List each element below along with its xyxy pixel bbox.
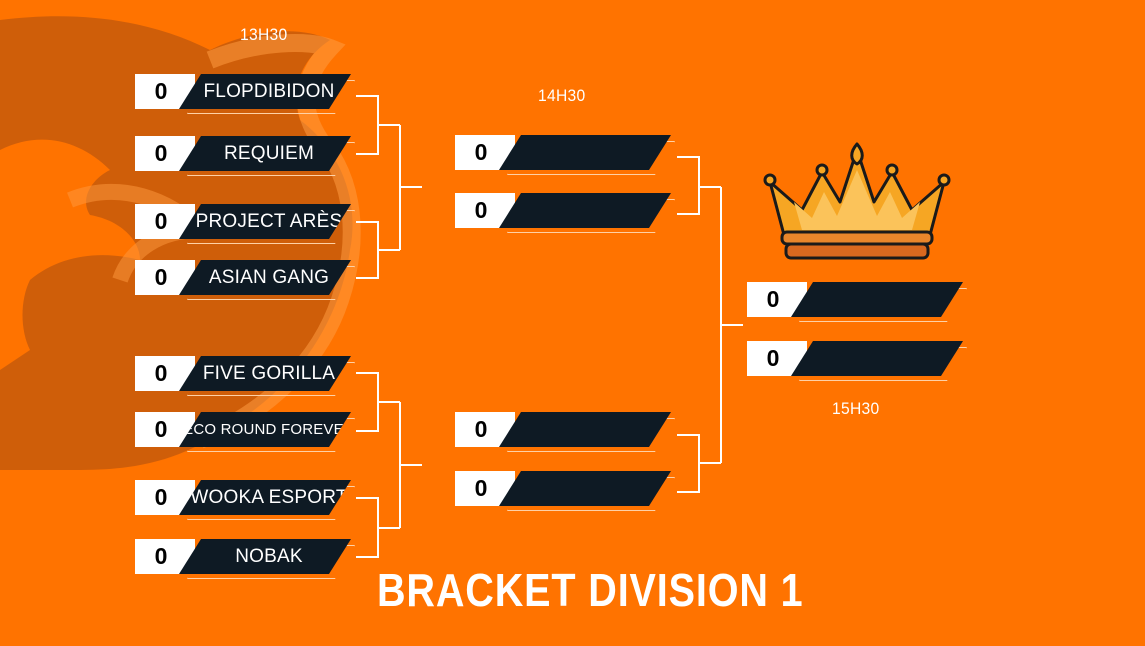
team-name bbox=[499, 193, 671, 228]
team-name: NOBAK bbox=[179, 539, 351, 574]
team-name bbox=[499, 135, 671, 170]
team-score: 0 bbox=[455, 471, 515, 506]
team-score: 0 bbox=[135, 260, 195, 295]
team-name: FIVE GORILLA bbox=[179, 356, 351, 391]
team-name bbox=[791, 282, 963, 317]
team-name bbox=[499, 471, 671, 506]
team-name: FLOPDIBIDON bbox=[179, 74, 351, 109]
team-name: PROJECT ARÈS bbox=[179, 204, 351, 239]
team-name: ECO ROUND FOREVER bbox=[179, 412, 351, 447]
crown-icon bbox=[763, 142, 951, 260]
round1-time: 13H30 bbox=[240, 25, 288, 44]
round2-time: 14H30 bbox=[538, 86, 586, 105]
team-name: REQUIEM bbox=[179, 136, 351, 171]
team-score: 0 bbox=[455, 193, 515, 228]
page-title: BRACKET DIVISION 1 bbox=[377, 564, 804, 616]
team-name bbox=[499, 412, 671, 447]
team-name: WOOKA ESPORT bbox=[179, 480, 351, 515]
final-time: 15H30 bbox=[832, 399, 880, 418]
team-name: ASIAN GANG bbox=[179, 260, 351, 295]
team-name bbox=[791, 341, 963, 376]
